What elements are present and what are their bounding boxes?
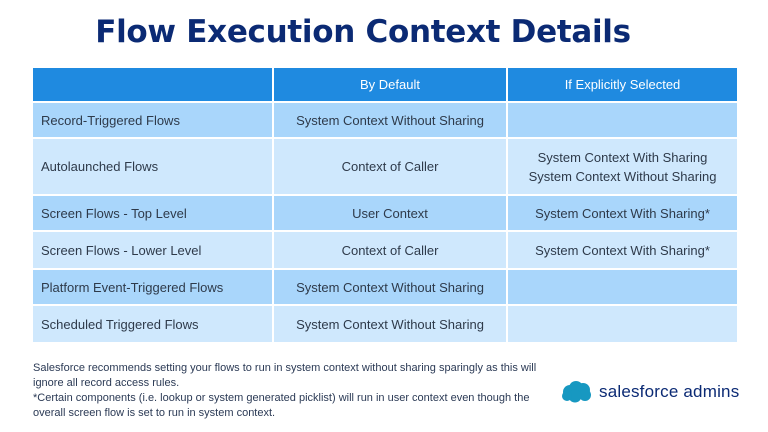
table-row: Scheduled Triggered Flows System Context… <box>33 306 737 342</box>
footnote: Salesforce recommends setting your flows… <box>33 361 558 421</box>
footnote-asterisk: *Certain components (i.e. lookup or syst… <box>33 392 530 419</box>
page-title: Flow Execution Context Details <box>95 14 631 50</box>
default-context-cell: Context of Caller <box>274 139 506 194</box>
header-flow-type <box>33 68 272 101</box>
default-context-cell: Context of Caller <box>274 232 506 268</box>
flow-type-cell: Record-Triggered Flows <box>33 103 272 137</box>
explicit-context-line: System Context With Sharing <box>537 149 708 165</box>
brand-name: salesforce admins <box>599 382 740 401</box>
flow-type-cell: Screen Flows - Top Level <box>33 196 272 230</box>
default-context-cell: System Context Without Sharing <box>274 306 506 342</box>
default-context-cell: System Context Without Sharing <box>274 103 506 137</box>
explicit-context-cell <box>508 270 737 304</box>
salesforce-admins-logo: salesforce admins <box>561 380 739 404</box>
default-context-cell: System Context Without Sharing <box>274 270 506 304</box>
flow-type-cell: Autolaunched Flows <box>33 139 272 194</box>
table-row: Screen Flows - Lower Level Context of Ca… <box>33 232 737 268</box>
header-if-explicitly-selected: If Explicitly Selected <box>508 68 737 101</box>
table-row: Autolaunched Flows Context of Caller Sys… <box>33 139 737 194</box>
context-table: By Default If Explicitly Selected Record… <box>31 66 739 344</box>
table-row: Platform Event-Triggered Flows System Co… <box>33 270 737 304</box>
flow-type-cell: Scheduled Triggered Flows <box>33 306 272 342</box>
table-row: Screen Flows - Top Level User Context Sy… <box>33 196 737 230</box>
flow-type-cell: Platform Event-Triggered Flows <box>33 270 272 304</box>
explicit-context-cell: System Context With Sharing* <box>508 232 737 268</box>
table-row: Record-Triggered Flows System Context Wi… <box>33 103 737 137</box>
explicit-context-cell <box>508 306 737 342</box>
default-context-cell: User Context <box>274 196 506 230</box>
header-by-default: By Default <box>274 68 506 101</box>
flow-type-cell: Screen Flows - Lower Level <box>33 232 272 268</box>
cloud-icon <box>562 381 591 403</box>
table-header-row: By Default If Explicitly Selected <box>33 68 737 101</box>
footnote-recommendation: Salesforce recommends setting your flows… <box>33 362 537 389</box>
explicit-context-line: System Context Without Sharing <box>528 168 717 184</box>
explicit-context-cell: System Context With Sharing System Conte… <box>508 139 737 194</box>
explicit-context-cell <box>508 103 737 137</box>
explicit-context-cell: System Context With Sharing* <box>508 196 737 230</box>
